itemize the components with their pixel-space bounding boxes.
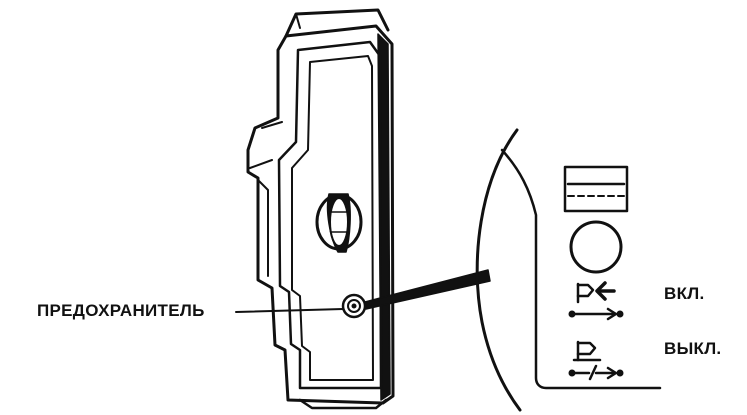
off-label: ВЫКЛ. xyxy=(664,339,722,358)
round-cap-icon xyxy=(569,220,623,274)
rotary-knob xyxy=(315,193,363,253)
line-arrow-right-icon xyxy=(568,307,624,321)
leader-lines xyxy=(235,269,491,313)
flag-icon xyxy=(572,340,602,362)
on-label: ВКЛ. xyxy=(664,284,705,303)
fuse-label: ПРЕДОХРАНИТЕЛЬ xyxy=(37,301,205,320)
broken-line-arrow-icon xyxy=(568,364,624,381)
zoomed-panel xyxy=(475,128,662,412)
fuse-holder xyxy=(341,293,367,319)
sign-plate-icon xyxy=(563,165,629,213)
device-housing xyxy=(246,8,395,410)
flag-arrow-left-icon xyxy=(576,281,616,304)
